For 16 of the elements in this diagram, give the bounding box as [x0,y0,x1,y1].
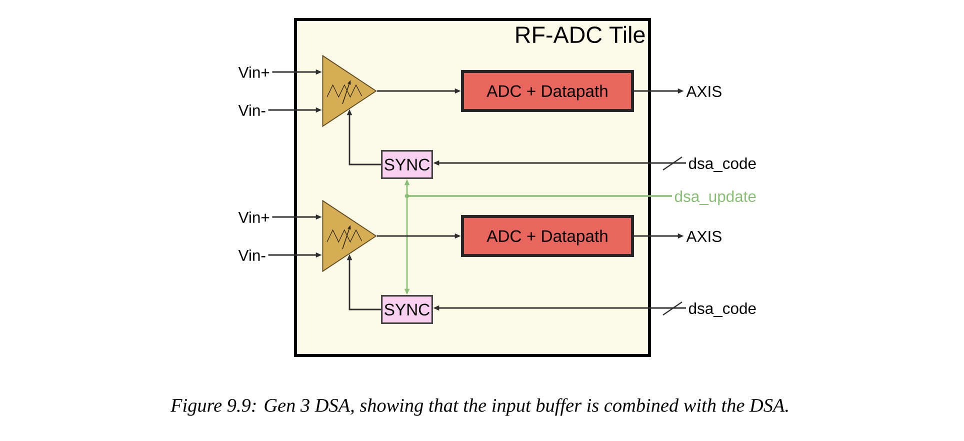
port-label: AXIS [686,86,722,97]
amplifier-symbol [322,55,377,127]
port-label: AXIS [686,230,722,242]
process-box: ADC + Datapath [461,215,634,257]
caption: Figure 9.9: Gen 3 DSA, showing that the input buffer is combined with the DSA. [170,398,788,416]
port-label: dsa_code [688,157,756,172]
sync-box: SYNC [381,295,433,324]
port-label: Vin+ [238,66,270,78]
amplifier-symbol [322,200,377,272]
port-label: Vin- [238,104,266,116]
port-label: dsa_code [688,302,756,317]
port-label: Vin- [238,249,266,261]
port-label: dsa_update [674,190,756,206]
process-box: ADC + Datapath [461,70,634,112]
port-label: Vin+ [238,211,270,223]
sync-box: SYNC [381,150,433,179]
